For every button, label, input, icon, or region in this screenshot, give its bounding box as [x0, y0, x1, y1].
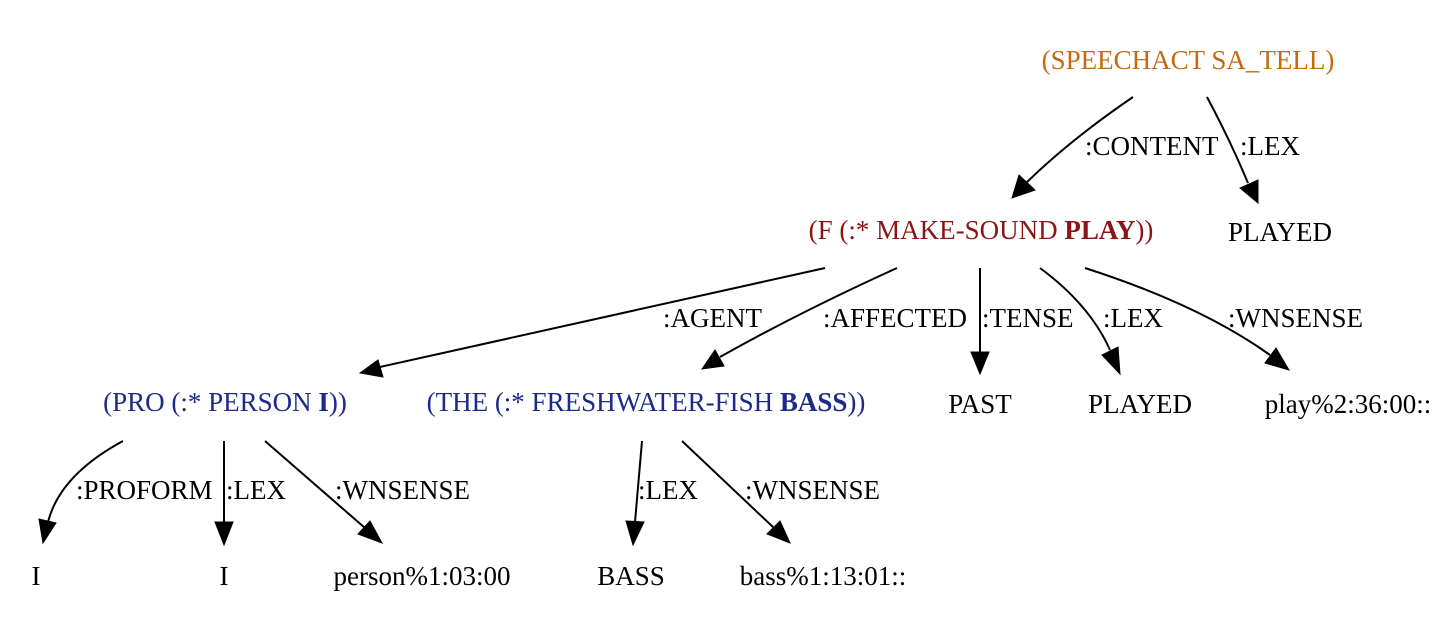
- node-bass-lex: BASS: [597, 561, 665, 591]
- edge-wnsense-pro: [264, 440, 384, 544]
- edge-proform: [38, 440, 124, 545]
- node-i-proform: I: [32, 561, 41, 591]
- edge-label-agent: :AGENT: [663, 303, 762, 333]
- node-the-prefix: (THE (:* FRESHWATER-FISH: [427, 387, 780, 417]
- node-i-lex: I: [220, 561, 229, 591]
- edge-lex-top: [1206, 96, 1259, 205]
- node-pro-suffix: )): [329, 387, 347, 417]
- edge-wnsense-the: [681, 440, 791, 544]
- node-pro-prefix: (PRO (:* PERSON: [103, 387, 318, 417]
- edge-label-wnsense-mid: :WNSENSE: [1228, 303, 1363, 333]
- node-f-head: PLAY: [1064, 215, 1135, 245]
- edges: [38, 96, 1291, 547]
- edge-label-wnsense-the: :WNSENSE: [745, 475, 880, 505]
- edge-label-affected: :AFFECTED: [823, 303, 967, 333]
- edge-label-lex-the: :LEX: [638, 475, 698, 505]
- node-the-freshwater-fish: (THE (:* FRESHWATER-FISH BASS)): [427, 387, 866, 417]
- edge-lex-mid: [1039, 267, 1121, 376]
- node-the-suffix: )): [847, 387, 865, 417]
- edge-label-lex-top: :LEX: [1240, 131, 1300, 161]
- node-pro-head: I: [318, 387, 329, 417]
- node-the-head: BASS: [780, 387, 848, 417]
- edge-labels: :CONTENT :LEX :AGENT :AFFECTED :TENSE :L…: [76, 131, 1363, 505]
- edge-label-lex-pro: :LEX: [226, 475, 286, 505]
- node-person-sense: person%1:03:00: [334, 561, 511, 591]
- edge-lex-pro: [214, 441, 234, 547]
- edge-label-content: :CONTENT: [1085, 131, 1219, 161]
- node-bass-sense: bass%1:13:01::: [740, 561, 907, 591]
- node-played-mid: PLAYED: [1088, 389, 1192, 419]
- node-play-sense: play%2:36:00::: [1265, 389, 1431, 419]
- edge-lex-the: [625, 440, 645, 547]
- node-played-top: PLAYED: [1228, 217, 1332, 247]
- edge-affected: [700, 267, 898, 370]
- node-speechact: (SPEECHACT SA_TELL): [1042, 45, 1335, 75]
- edge-content: [1011, 96, 1134, 199]
- edge-tense: [970, 268, 990, 376]
- edge-agent: [358, 267, 826, 378]
- edge-label-lex-mid: :LEX: [1103, 303, 1163, 333]
- nodes: (SPEECHACT SA_TELL) PLAYED (F (:* MAKE-S…: [32, 45, 1432, 591]
- edge-label-wnsense-pro: :WNSENSE: [335, 475, 470, 505]
- node-pro-person: (PRO (:* PERSON I)): [103, 387, 347, 417]
- node-f-suffix: )): [1135, 215, 1153, 245]
- edge-label-proform: :PROFORM: [76, 475, 213, 505]
- edge-label-tense: :TENSE: [982, 303, 1074, 333]
- node-f-prefix: (F (:* MAKE-SOUND: [809, 215, 1065, 245]
- edge-wnsense-mid: [1084, 267, 1291, 371]
- node-past: PAST: [948, 389, 1012, 419]
- node-f-make-sound: (F (:* MAKE-SOUND PLAY)): [809, 215, 1154, 245]
